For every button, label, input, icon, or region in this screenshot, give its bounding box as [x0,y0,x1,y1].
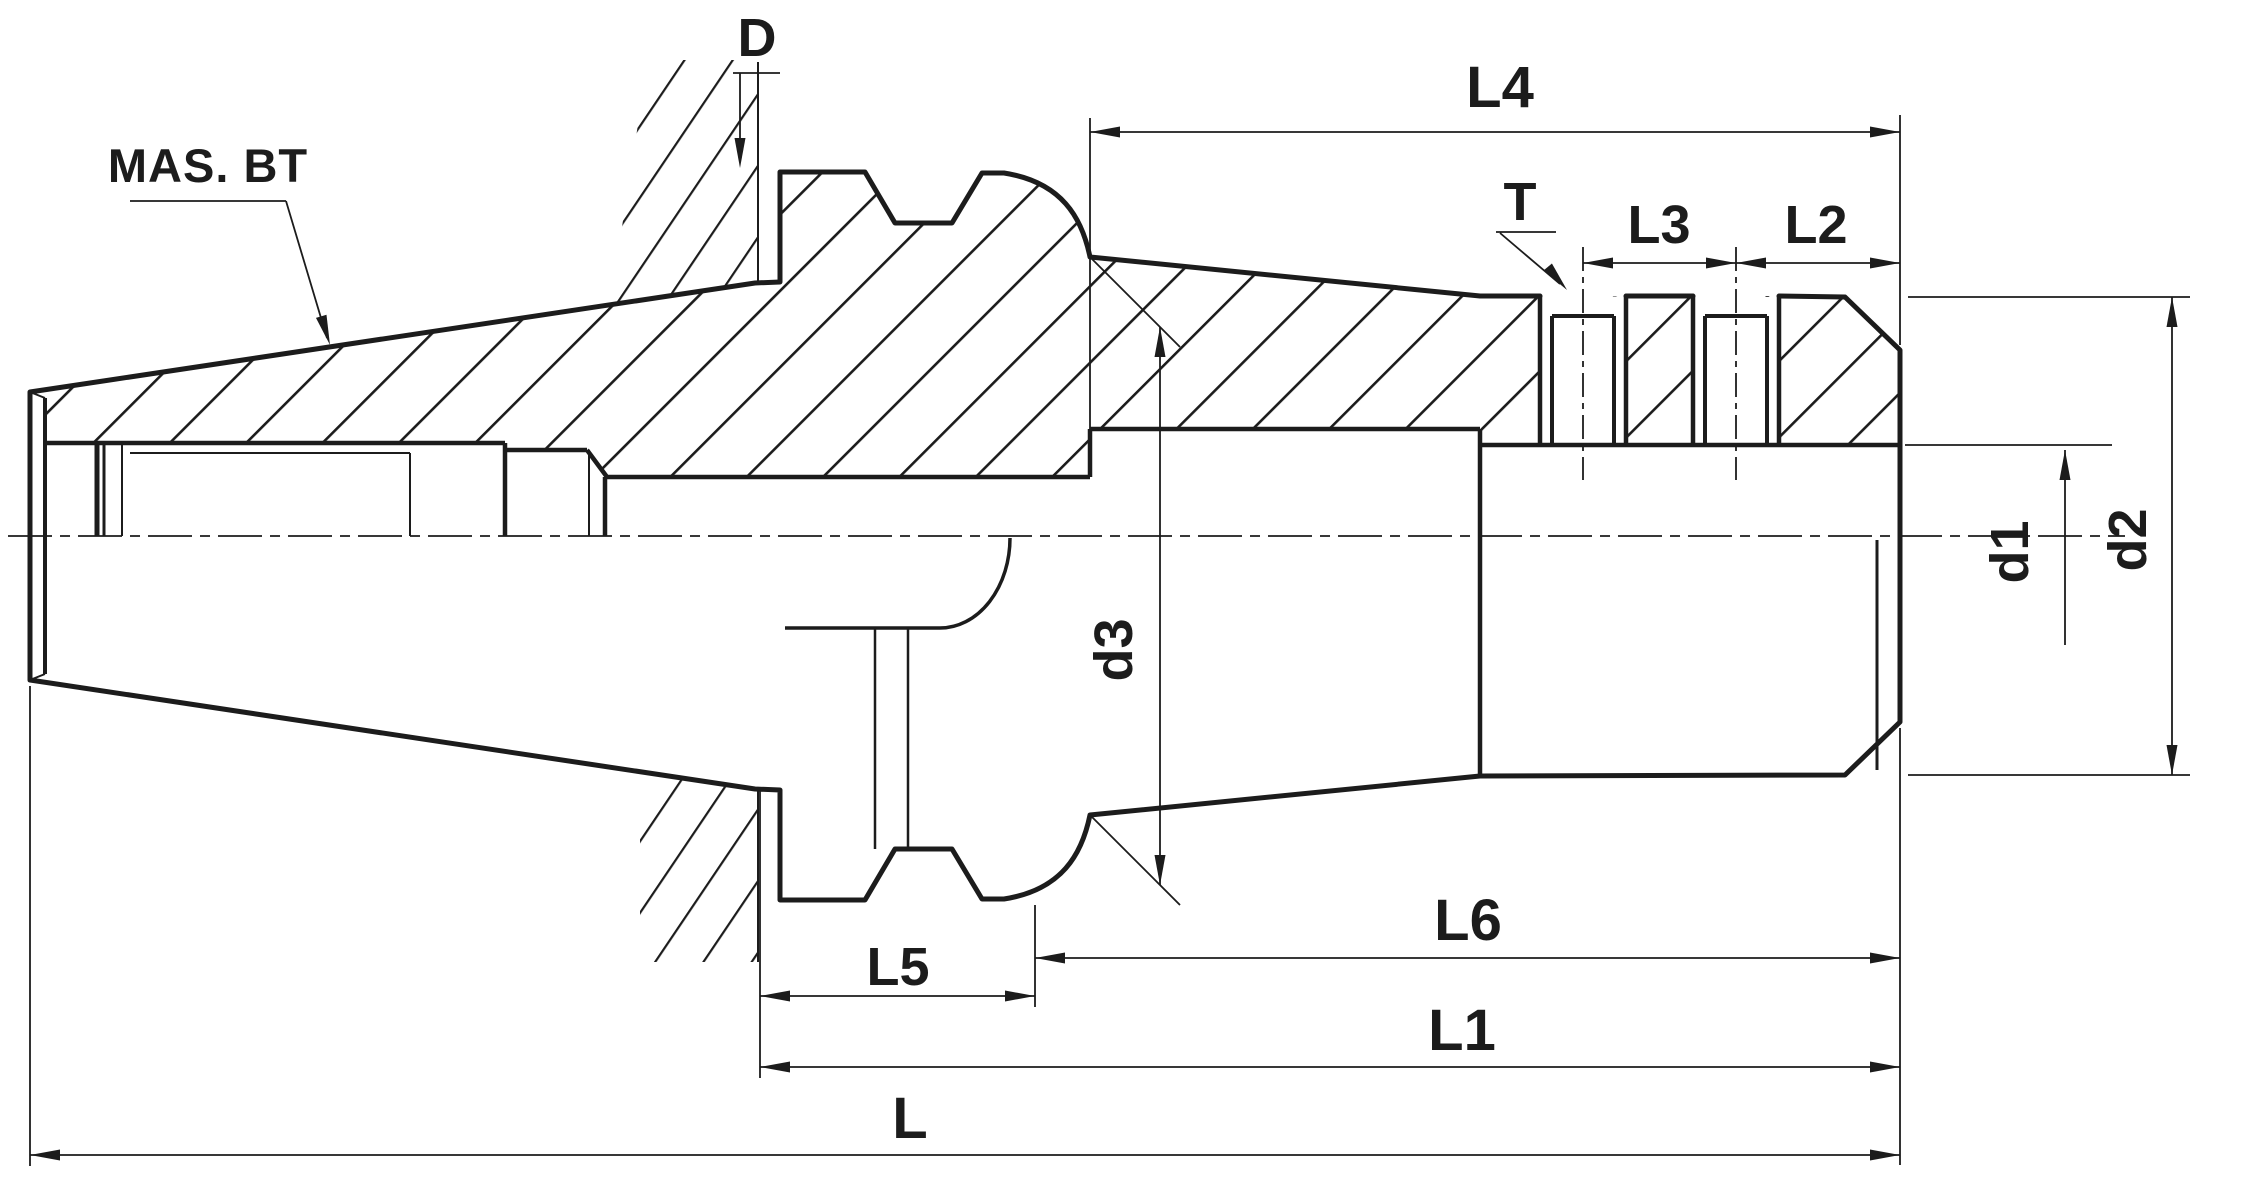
dim-label-L: L [892,1086,927,1151]
dim-label-L1: L1 [1428,998,1496,1063]
dim-label-L5: L5 [866,937,929,997]
dimension-lines [30,72,2173,1156]
dim-label-d1: d1 [1980,520,2040,583]
dim-label-L4: L4 [1466,55,1534,120]
spindle-wall-hatch-lower [640,772,758,962]
spindle-wall-hatch-upper [610,60,758,304]
dim-label-D: D [738,8,777,68]
shank-end-chamfer-slants [29,391,46,681]
section-hatch [30,172,1900,477]
dim-label-d3: d3 [1084,618,1144,681]
dim-label-T: T [1504,172,1537,232]
set-screw-slot-1 [1537,247,1629,480]
dim-label-d2: d2 [2098,508,2158,571]
extension-lines [29,115,2190,1166]
bore-lines [45,426,1900,776]
label-mas-bt: MAS. BT [108,139,308,192]
dim-label-L6: L6 [1434,888,1502,953]
dim-label-L2: L2 [1784,195,1847,255]
leader-mas-bt [130,200,328,339]
set-screw-slot-2 [1690,247,1782,480]
part-outline [27,169,1903,903]
lower-view-details [785,537,1879,849]
dim-label-L3: L3 [1627,195,1690,255]
